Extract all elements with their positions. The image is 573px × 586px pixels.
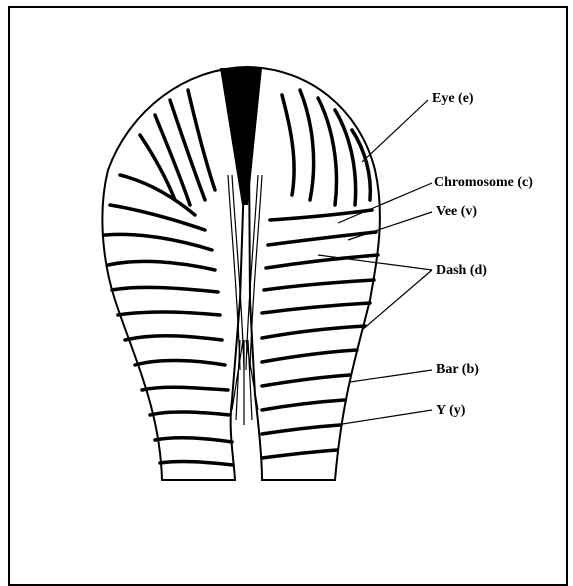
label-bar: Bar (b) xyxy=(436,362,479,377)
label-eye: Eye (e) xyxy=(432,91,474,106)
label-y: Y (y) xyxy=(436,403,466,418)
label-dash: Dash (d) xyxy=(436,263,487,278)
label-vee: Vee (v) xyxy=(436,204,477,219)
pattern-outline-left xyxy=(102,67,247,480)
label-chromosome: Chromosome (c) xyxy=(434,175,533,190)
pattern-outline-right xyxy=(247,67,380,480)
